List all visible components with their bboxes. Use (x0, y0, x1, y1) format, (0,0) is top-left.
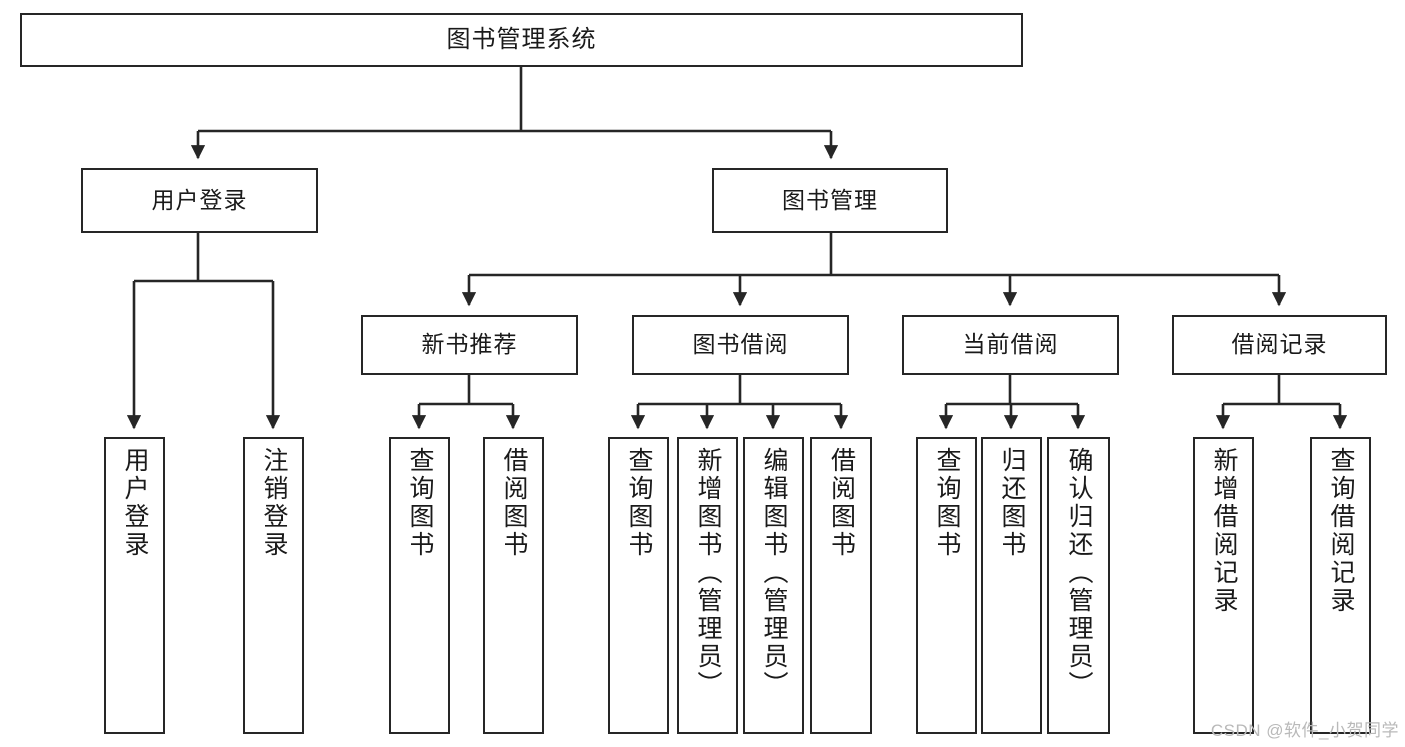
node-label: 归还图书 (998, 447, 1026, 559)
node-label: 确认归还（管理员） (1065, 447, 1093, 699)
node-book-management[interactable]: 图书管理 (712, 168, 948, 233)
node-user-login[interactable]: 用户登录 (81, 168, 318, 233)
node-label: 注销登录 (260, 447, 288, 559)
leaf-add-book-admin[interactable]: 新增图书（管理员） (677, 437, 738, 734)
node-book-borrow[interactable]: 图书借阅 (632, 315, 849, 375)
node-label: 查询图书 (625, 447, 653, 559)
leaf-add-borrow-record[interactable]: 新增借阅记录 (1193, 437, 1254, 734)
watermark-text: CSDN @软件_小贺同学 (1210, 721, 1399, 740)
node-label: 图书借阅 (692, 331, 789, 358)
node-label: 用户登录 (121, 447, 149, 559)
node-borrow-record[interactable]: 借阅记录 (1172, 315, 1387, 375)
leaf-edit-book-admin[interactable]: 编辑图书（管理员） (743, 437, 804, 734)
leaf-logout[interactable]: 注销登录 (243, 437, 304, 734)
node-current-borrow[interactable]: 当前借阅 (902, 315, 1119, 375)
node-label: 图书管理 (782, 186, 878, 213)
node-label: 图书管理系统 (446, 25, 597, 53)
leaf-borrow-book-recommend[interactable]: 借阅图书 (483, 437, 544, 734)
leaf-user-login[interactable]: 用户登录 (104, 437, 165, 734)
leaf-query-book-recommend[interactable]: 查询图书 (389, 437, 450, 734)
node-new-book-recommendation[interactable]: 新书推荐 (361, 315, 578, 375)
node-label: 当前借阅 (962, 331, 1059, 358)
node-root-book-management-system[interactable]: 图书管理系统 (20, 13, 1023, 67)
leaf-query-book-borrow[interactable]: 查询图书 (608, 437, 669, 734)
node-label: 新增图书（管理员） (694, 447, 722, 699)
node-label: 查询图书 (933, 447, 961, 559)
leaf-query-book-current[interactable]: 查询图书 (916, 437, 977, 734)
node-label: 借阅图书 (500, 447, 528, 559)
node-label: 新增借阅记录 (1210, 447, 1238, 615)
node-label: 查询图书 (406, 447, 434, 559)
node-label: 借阅图书 (827, 447, 856, 559)
node-label: 新书推荐 (421, 331, 518, 358)
leaf-borrow-book[interactable]: 借阅图书 (810, 437, 872, 734)
node-label: 查询借阅记录 (1327, 447, 1355, 615)
node-label: 借阅记录 (1231, 331, 1328, 358)
leaf-confirm-return-admin[interactable]: 确认归还（管理员） (1047, 437, 1110, 734)
leaf-query-borrow-record[interactable]: 查询借阅记录 (1310, 437, 1371, 734)
leaf-return-book[interactable]: 归还图书 (981, 437, 1042, 734)
node-label: 用户登录 (151, 186, 248, 213)
node-label: 编辑图书（管理员） (760, 447, 788, 699)
